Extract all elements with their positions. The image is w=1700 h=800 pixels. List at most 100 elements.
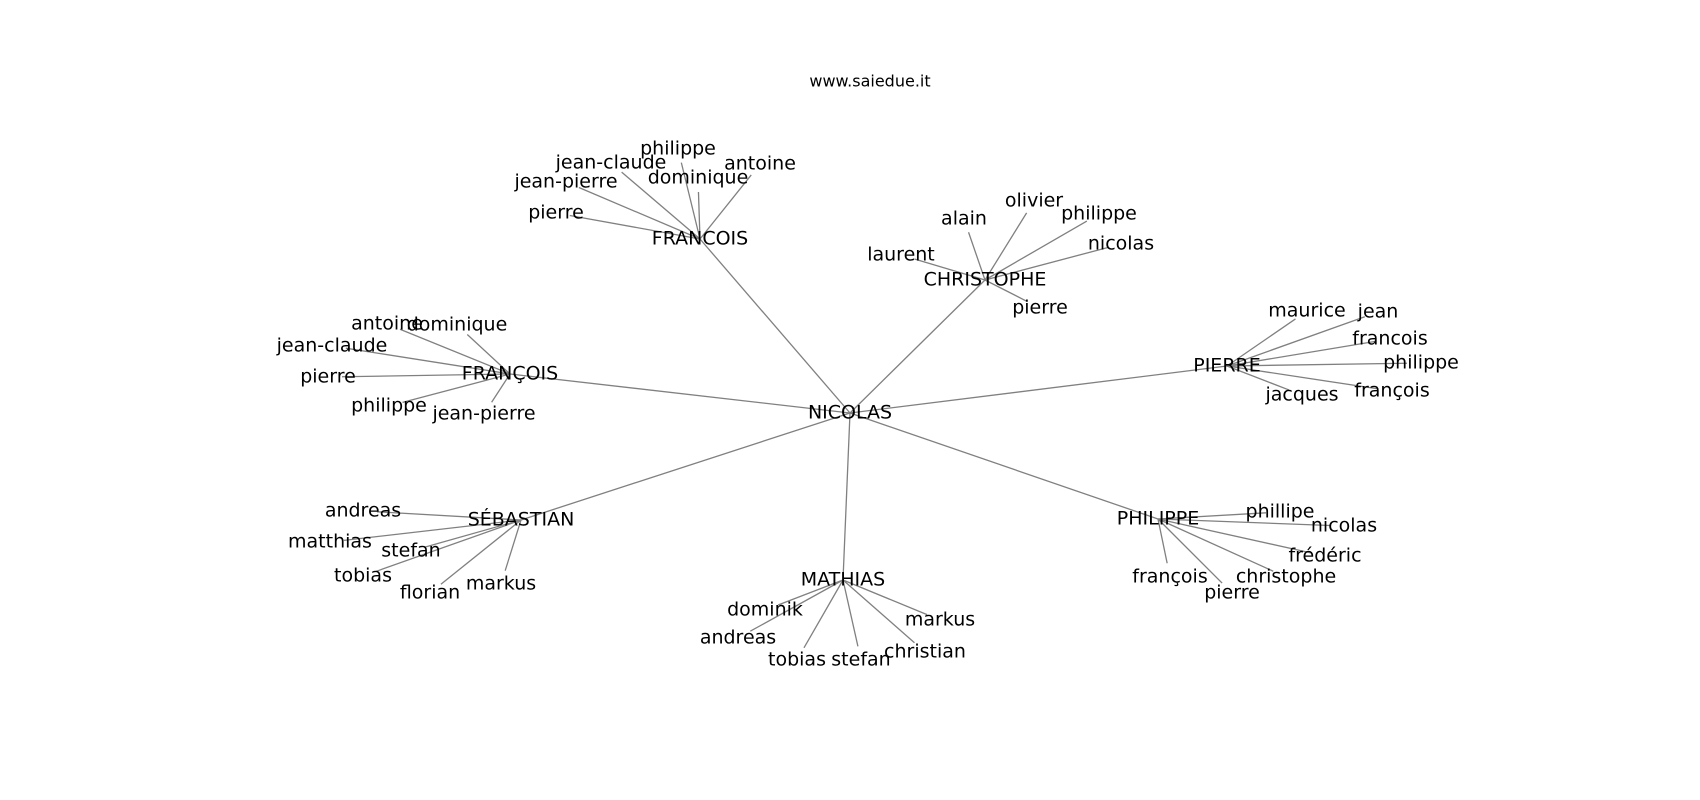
edge-hub-leaf [341, 373, 511, 378]
site-title: www.saiedue.it [809, 72, 930, 91]
root-node-label: NICOLAS [808, 402, 892, 424]
leaf-node-label: christophe [1236, 566, 1336, 588]
leaf-node-label: philippe [1383, 352, 1459, 374]
edge-hub-leaf [699, 174, 752, 240]
leaf-node-label: jean-pierre [513, 171, 617, 193]
edge-root-hub [509, 373, 851, 414]
leaf-node-label: frédéric [1288, 545, 1361, 567]
edge-hub-leaf [1157, 518, 1274, 572]
hub-node-label: CHRISTOPHE [924, 269, 1047, 291]
edge-hub-leaf [1157, 512, 1267, 520]
edge-hub-leaf [402, 373, 511, 404]
leaf-node-label: olivier [1005, 190, 1063, 212]
edge-hub-leaf [1157, 518, 1223, 584]
leaf-node-label: tobias [768, 649, 826, 671]
leaf-node-label: francois [1352, 328, 1427, 350]
leaf-node-label: françois [1132, 566, 1207, 588]
edge-hub-leaf [424, 519, 522, 548]
leaf-node-label: florian [400, 582, 460, 604]
edge-hub-leaf [842, 579, 928, 616]
leaf-node-label: markus [905, 609, 975, 631]
leaf-node-label: jacques [1264, 384, 1338, 406]
edge-hub-leaf [984, 246, 1108, 281]
leaf-node-label: alain [941, 208, 987, 230]
edge-hub-leaf [984, 279, 1028, 303]
edge-hub-leaf [345, 347, 511, 375]
leaf-node-label: jean-pierre [431, 403, 535, 425]
leaf-node-label: philippe [351, 395, 427, 417]
leaf-node-label: pierre [528, 202, 584, 224]
leaf-node-label: pierre [300, 366, 356, 388]
leaf-node-label: pierre [1204, 582, 1260, 604]
edge-hub-leaf [842, 579, 915, 644]
edge-hub-leaf [504, 519, 522, 571]
leaf-node-label: andreas [700, 627, 776, 649]
edge-hub-leaf [1157, 518, 1312, 554]
edge-hub-leaf [578, 186, 701, 240]
edge-hub-leaf [440, 519, 522, 585]
leaf-node-label: laurent [867, 244, 935, 266]
leaf-node-label: pierre [1012, 297, 1068, 319]
leaf-node-label: jean-claude [555, 152, 667, 174]
graph-edges [341, 162, 1408, 649]
edge-hub-leaf [697, 191, 701, 240]
edge-hub-leaf [343, 519, 522, 542]
leaf-node-label: markus [466, 573, 536, 595]
leaf-node-label: andreas [325, 500, 401, 522]
edge-hub-leaf [984, 212, 1028, 281]
edge-hub-leaf [1226, 365, 1379, 390]
edge-hub-leaf [984, 220, 1088, 281]
leaf-node-label: dominique [407, 314, 508, 336]
hub-node-label: MATHIAS [801, 569, 885, 591]
leaf-node-label: stefan [381, 540, 440, 562]
leaf-node-label: tobias [334, 565, 392, 587]
leaf-node-label: matthias [288, 531, 372, 553]
hub-node-label: PIERRE [1193, 355, 1260, 377]
edge-hub-leaf [967, 232, 986, 281]
leaf-node-label: nicolas [1088, 233, 1154, 255]
leaf-node-label: stefan [831, 649, 890, 671]
edge-hub-leaf [842, 579, 859, 647]
edge-root-hub [842, 412, 851, 581]
hub-node-label: PHILIPPE [1117, 508, 1199, 530]
edge-hub-leaf [680, 162, 701, 240]
leaf-node-label: philippe [640, 138, 716, 160]
edge-hub-leaf [466, 334, 511, 375]
edge-root-hub [849, 279, 986, 414]
leaf-node-label: antoine [351, 313, 423, 335]
edge-hub-leaf [376, 511, 522, 521]
edge-root-hub [699, 238, 851, 414]
edge-root-hub [849, 412, 1159, 520]
leaf-node-label: antoine [724, 153, 796, 175]
edge-hub-leaf [399, 328, 511, 375]
graph-labels: NICOLASFRANCOISphilippejean-claudejean-p… [276, 138, 1459, 671]
leaf-node-label: jean [1357, 301, 1399, 323]
edge-hub-leaf [569, 214, 701, 240]
edge-hub-leaf [491, 373, 511, 403]
leaf-node-label: dominik [727, 599, 803, 621]
leaf-node-label: maurice [1268, 300, 1345, 322]
edge-hub-leaf [1226, 318, 1296, 367]
hub-node-label: SÉBASTIAN [468, 508, 575, 531]
leaf-node-label: phillipe [1246, 501, 1315, 523]
edge-hub-leaf [375, 519, 522, 572]
leaf-node-label: philippe [1061, 203, 1137, 225]
leaf-node-label: christian [884, 641, 966, 663]
leaf-node-label: dominique [648, 167, 749, 189]
leaf-node-label: jean-claude [276, 335, 388, 357]
edge-hub-leaf [803, 579, 844, 649]
hub-node-label: FRANÇOIS [462, 363, 558, 385]
leaf-node-label: françois [1354, 380, 1429, 402]
edge-hub-leaf [777, 579, 844, 606]
hub-node-label: FRANCOIS [652, 228, 748, 250]
edge-hub-leaf [1226, 340, 1377, 367]
edge-hub-leaf [1226, 362, 1408, 367]
edge-hub-leaf [914, 258, 986, 281]
edge-hub-leaf [1157, 518, 1168, 564]
edge-hub-leaf [1157, 518, 1331, 527]
edge-hub-leaf [749, 579, 844, 632]
edge-hub-leaf [1226, 365, 1290, 391]
edge-root-hub [520, 412, 851, 521]
edge-hub-leaf [621, 171, 701, 240]
